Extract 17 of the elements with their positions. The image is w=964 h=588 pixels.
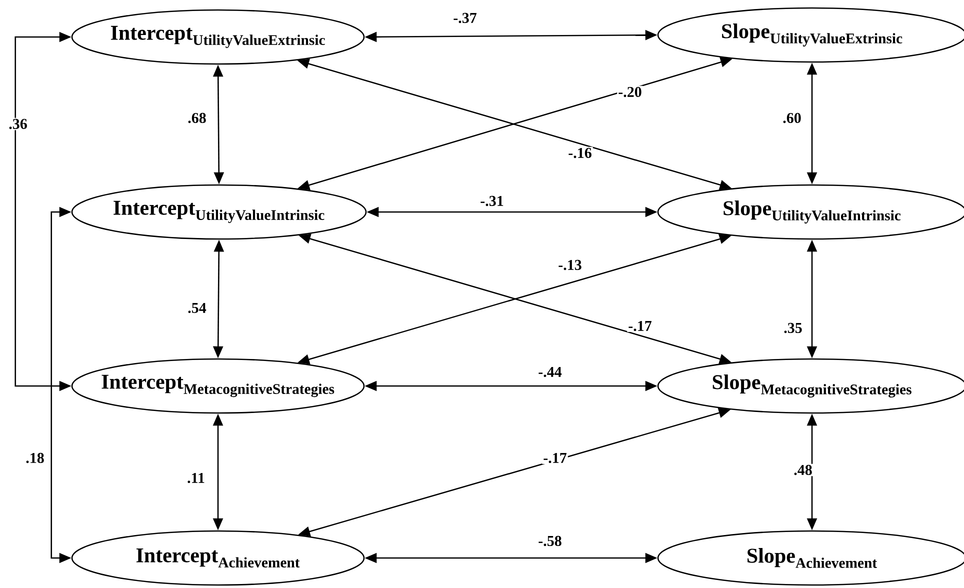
edge-label: -.20 xyxy=(617,86,643,98)
edge-label: .36 xyxy=(8,118,28,130)
edge-label: .11 xyxy=(186,472,206,484)
edge-label: -.44 xyxy=(537,366,563,378)
edge-label: .48 xyxy=(792,464,814,476)
edge-label: .68 xyxy=(186,112,208,124)
edge-label: -.16 xyxy=(567,146,593,160)
edge-label: .18 xyxy=(24,452,46,464)
edge-label: -.58 xyxy=(537,534,563,548)
edge-label: -.37 xyxy=(452,12,478,24)
edge-label: .54 xyxy=(186,302,208,314)
edge-label: -.17 xyxy=(542,452,568,464)
edge-label: -.17 xyxy=(627,320,653,332)
edge-label: -.31 xyxy=(479,194,505,208)
edge-label: -.13 xyxy=(557,258,583,272)
edge-label: .35 xyxy=(782,322,804,334)
edge-label: .60 xyxy=(782,112,802,124)
